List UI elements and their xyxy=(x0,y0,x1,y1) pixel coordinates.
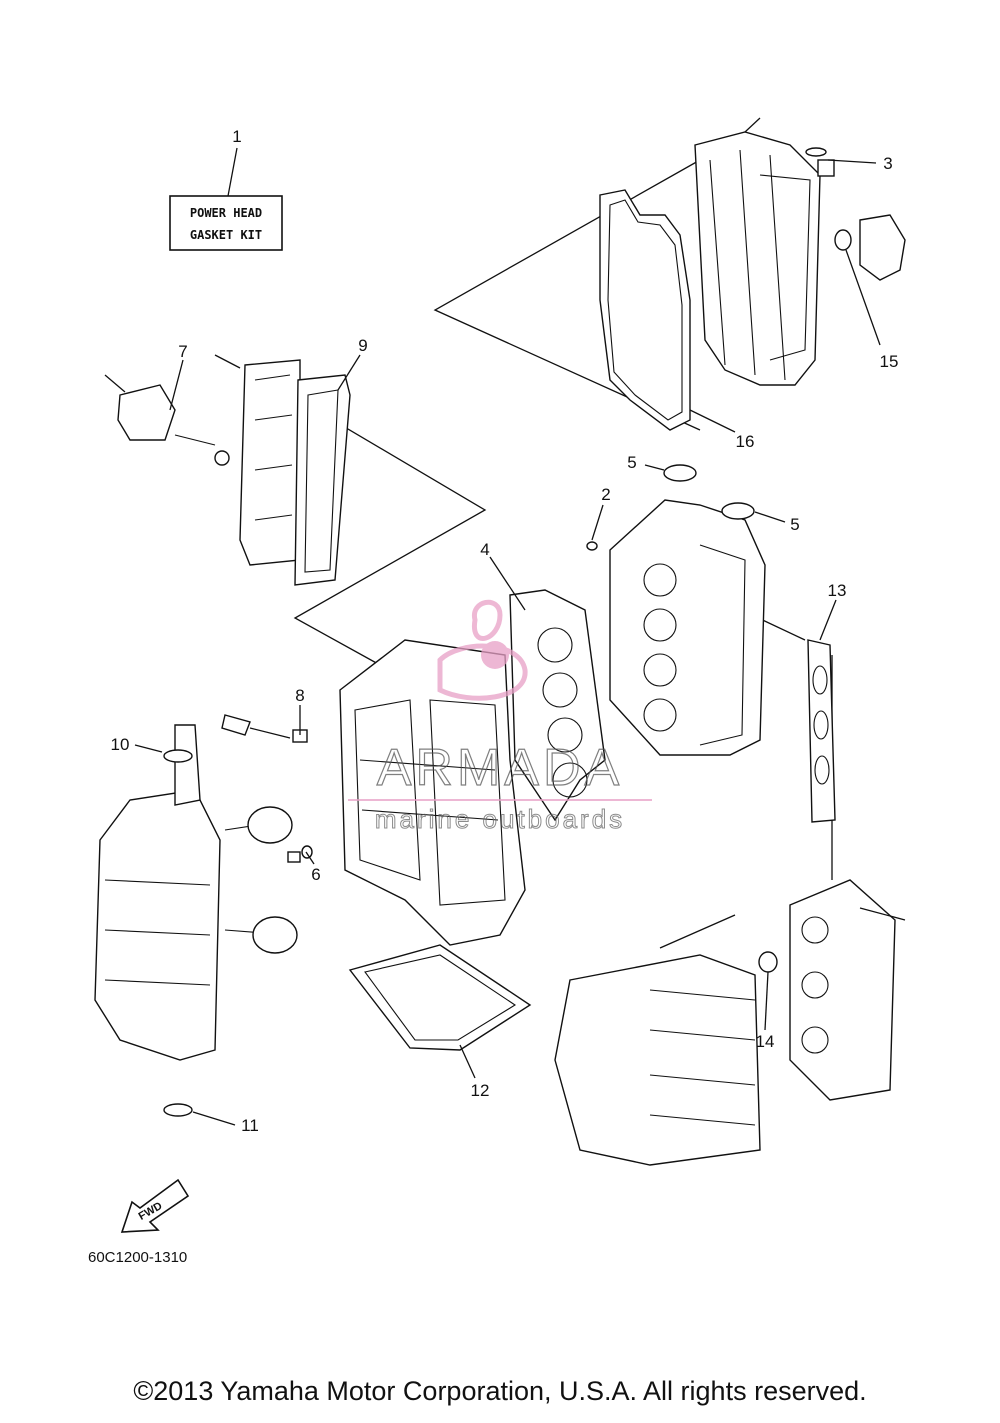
callout-leaders xyxy=(134,159,881,1126)
callout-5-right: 5 xyxy=(790,515,799,534)
bottom-gasket xyxy=(348,944,532,1051)
copyright-notice: ©2013 Yamaha Motor Corporation, U.S.A. A… xyxy=(133,1376,867,1406)
gasket-kit-label: POWER HEAD GASKET KIT xyxy=(169,147,283,251)
callout-16: 16 xyxy=(736,432,755,451)
watermark-brand: ARMADA xyxy=(377,739,623,797)
watermark-tagline: marine outboards xyxy=(375,804,625,834)
callout-12: 12 xyxy=(471,1081,490,1100)
callout-7: 7 xyxy=(178,342,187,361)
cylinder-head xyxy=(586,464,766,756)
crankcase xyxy=(94,724,298,1117)
callout-14: 14 xyxy=(756,1032,775,1051)
callout-13: 13 xyxy=(828,581,847,600)
callout-3: 3 xyxy=(883,154,892,173)
intake-manifold xyxy=(554,879,906,1166)
kit-label-line1: POWER HEAD xyxy=(190,206,262,220)
watermark-logo: ARMADA marine outboards xyxy=(348,599,652,835)
exhaust-gasket xyxy=(807,639,836,823)
cover-plate xyxy=(239,359,351,586)
cylinder-block xyxy=(339,639,526,946)
callout-4: 4 xyxy=(480,540,489,559)
callout-9: 9 xyxy=(358,336,367,355)
callout-15: 15 xyxy=(880,352,899,371)
callout-11: 11 xyxy=(241,1116,259,1135)
callout-8: 8 xyxy=(295,686,304,705)
callout-10: 10 xyxy=(111,735,130,754)
forward-arrow-icon: FWD xyxy=(120,1178,190,1233)
head-cover-gasket xyxy=(599,189,691,431)
diagram-code: 60C1200-1310 xyxy=(88,1249,187,1266)
cylinder-head-cover xyxy=(694,117,835,386)
callout-1: 1 xyxy=(232,127,241,146)
head-gasket xyxy=(509,589,606,822)
sensor-part-8 xyxy=(221,714,308,743)
callout-numbers: 1 2 3 4 5 5 6 7 8 9 10 11 12 13 14 15 16 xyxy=(111,127,899,1135)
kit-label-line2: GASKET KIT xyxy=(190,228,262,242)
callout-5-top: 5 xyxy=(627,453,636,472)
callout-2: 2 xyxy=(601,485,610,504)
callout-6: 6 xyxy=(311,865,320,884)
thermostat-housing xyxy=(104,354,241,466)
bolt-part-6 xyxy=(287,845,313,863)
fitting-part-15 xyxy=(834,214,906,281)
